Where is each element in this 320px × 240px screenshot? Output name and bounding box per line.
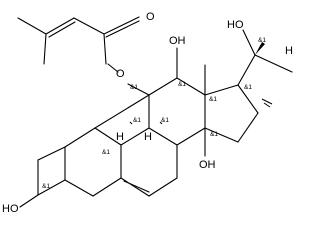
- ring-d: [204, 64, 259, 143]
- stereo-label-c9: &1: [133, 117, 141, 124]
- stereo-label-c14: &1: [210, 131, 218, 138]
- atom-label-ho-c20: HO: [227, 19, 244, 31]
- stereo-label-c8: &1: [161, 117, 169, 124]
- ring-c: [94, 77, 206, 146]
- atom-label-ho-c3: HO: [2, 203, 19, 215]
- stereo-label-c10: &1: [102, 149, 110, 156]
- structure-diagram: O O OH HO H HO OH H H &1 &1 &1 &1 &1 &1 …: [2, 11, 293, 215]
- stereo-label-c13: &1: [209, 96, 217, 103]
- stereo-label-c20: &1: [258, 37, 266, 44]
- molecule-drawing: O O OH HO H HO OH H H &1 &1 &1 &1 &1 &1 …: [2, 11, 293, 215]
- ring-a: [37, 127, 96, 197]
- stereo-label-c17: &1: [244, 84, 252, 91]
- stereo-label-c11: &1: [130, 84, 138, 91]
- ester-side-chain: [17, 16, 140, 73]
- ring-b: [92, 127, 178, 197]
- atom-label-h-c17: H: [285, 45, 293, 57]
- stereo-label-c12: &1: [178, 81, 186, 88]
- atom-label-h-c9: H: [116, 131, 124, 143]
- atom-label-oh-c12: OH: [169, 35, 186, 47]
- atom-label-o-carbonyl: O: [146, 11, 155, 23]
- stereo-label-c3: &1: [42, 183, 50, 190]
- atom-label-o-ester: O: [116, 68, 125, 80]
- c20-side-chain: [237, 29, 293, 86]
- stereo-bonds: [129, 42, 273, 125]
- atom-label-oh-c14: OH: [199, 159, 216, 171]
- atom-label-h-c8: H: [144, 131, 152, 143]
- hydroxyl-bonds: [19, 47, 206, 208]
